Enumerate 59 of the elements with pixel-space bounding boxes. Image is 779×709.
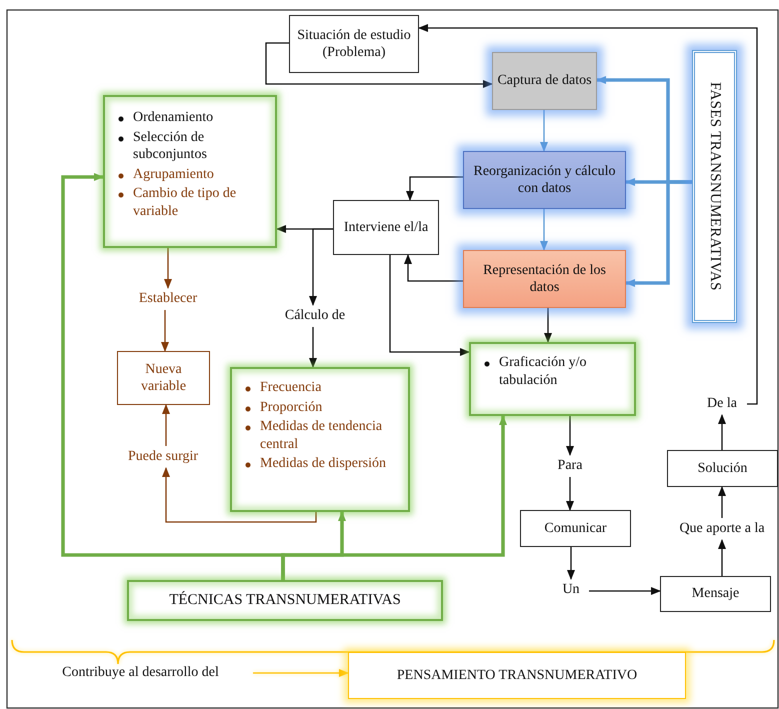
process-box bbox=[667, 450, 778, 487]
flow-label: Establecer bbox=[113, 288, 223, 310]
arrow bbox=[589, 587, 661, 595]
flow-label: Que aporte a la bbox=[662, 518, 779, 540]
box-label: TÉCNICAS TRANSNUMERATIVAS bbox=[168, 591, 402, 610]
flow-label: Puede surgir bbox=[103, 446, 223, 468]
arrow bbox=[281, 415, 507, 580]
arrow bbox=[567, 547, 575, 580]
process-box bbox=[520, 510, 631, 547]
list-box bbox=[469, 342, 636, 416]
list-box bbox=[103, 95, 277, 248]
arrow bbox=[566, 416, 574, 456]
process-box bbox=[463, 151, 626, 209]
box-label: Representación de los datos bbox=[482, 262, 607, 296]
arrow bbox=[406, 176, 463, 201]
arrow bbox=[309, 327, 317, 368]
flow-label: De la bbox=[697, 393, 747, 415]
box-label: Mensaje bbox=[690, 585, 740, 603]
arrow bbox=[718, 486, 726, 518]
arrow bbox=[164, 248, 172, 289]
arrow bbox=[418, 24, 758, 405]
process-box bbox=[333, 200, 439, 255]
flow-label: Contribuye al desarrollo del bbox=[28, 662, 253, 684]
arrow bbox=[265, 42, 493, 88]
technique-box bbox=[127, 580, 443, 621]
arrow bbox=[566, 477, 574, 511]
arrow bbox=[540, 110, 548, 152]
process-box bbox=[117, 351, 210, 405]
arrow bbox=[625, 180, 692, 287]
arrow bbox=[718, 414, 726, 450]
arrow bbox=[540, 209, 548, 251]
concept-box bbox=[348, 652, 686, 699]
arrow bbox=[253, 669, 349, 677]
box-label: Nueva variable bbox=[140, 360, 188, 396]
arrow bbox=[718, 539, 726, 576]
box-label: Captura de datos bbox=[496, 72, 593, 90]
process-box bbox=[660, 576, 771, 612]
arrow bbox=[161, 310, 169, 352]
flow-label: Cálculo de bbox=[265, 305, 365, 327]
arrow bbox=[309, 228, 333, 306]
box-label: Situación de estudio (Problema) bbox=[296, 26, 412, 62]
flow-label: Para bbox=[540, 455, 600, 477]
list-box bbox=[230, 367, 410, 512]
process-box bbox=[289, 15, 419, 73]
arrow bbox=[544, 308, 552, 343]
arrow bbox=[389, 255, 470, 356]
box-label: Reorganización y cálculo con datos bbox=[472, 162, 617, 198]
box-label: Interviene el/la bbox=[342, 218, 430, 236]
flow-label: Un bbox=[553, 579, 589, 601]
arrow bbox=[162, 404, 170, 446]
box-label: Solución bbox=[696, 460, 748, 478]
arrow bbox=[162, 467, 317, 523]
box-label: PENSAMIENTO TRANSNUMERATIVO bbox=[396, 666, 638, 684]
banner-label: FASES TRANSNUMERATIVAS bbox=[706, 82, 724, 291]
arrow bbox=[404, 254, 463, 282]
phase-banner bbox=[692, 50, 737, 323]
process-box bbox=[463, 250, 626, 308]
box-label: Comunicar bbox=[543, 520, 608, 538]
process-box bbox=[492, 52, 597, 110]
